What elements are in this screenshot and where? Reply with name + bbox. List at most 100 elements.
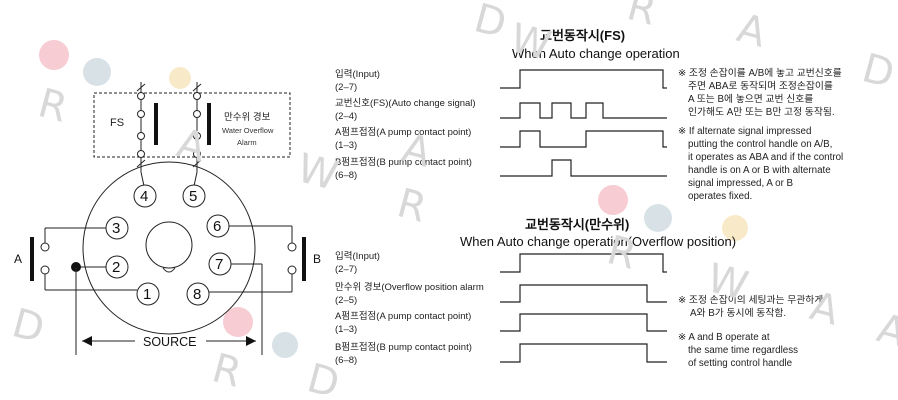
- ov-row-a-pump: A펌프접점(A pump contact point) (1–3): [335, 310, 471, 335]
- watermark: [39, 40, 748, 358]
- fs-note-en-3: it operates as ABA and if the control: [688, 152, 843, 163]
- overflow-timing-section: 교번동작시(만수위) When Auto change operation(Ov…: [335, 217, 823, 369]
- svg-text:(2–7): (2–7): [335, 82, 357, 93]
- fs-row-input: 입력(Input) (2–7): [335, 68, 380, 93]
- pin-label-7: 7: [215, 256, 223, 273]
- pin-1: [136, 282, 160, 306]
- watermark-letter: D: [469, 0, 511, 48]
- pin-8: [186, 282, 210, 306]
- terminal: [193, 110, 201, 118]
- watermark-letter: D: [857, 45, 898, 97]
- watermark-dot: [644, 204, 672, 232]
- terminal: [193, 132, 201, 140]
- watermark-letter: A: [805, 283, 844, 335]
- fs-note-ko-4: 인가해도 A만 또는 B만 고정 동작됨.: [688, 105, 835, 118]
- watermark-dot: [598, 185, 628, 215]
- terminal: [287, 242, 297, 252]
- ov-wave-a-pump: [500, 313, 667, 332]
- pin-label-3: 3: [112, 220, 120, 237]
- watermark-dot: [169, 67, 191, 89]
- pin-label-5: 5: [189, 188, 197, 205]
- pin-label-2: 2: [112, 259, 120, 276]
- terminal: [40, 242, 50, 252]
- b-contactor-bar: [302, 237, 306, 281]
- watermark-letter: W: [505, 15, 555, 70]
- fs-title-en: When Auto change operation: [512, 46, 680, 61]
- side-a-label: A: [14, 252, 22, 266]
- ov-title-ko: 교번동작시(만수위): [525, 217, 629, 232]
- ov-note-en-1: ※ A and B operate at: [678, 332, 770, 343]
- watermark-letter: R: [622, 0, 661, 35]
- watermark-dot: [223, 307, 253, 337]
- watermark-letter: R: [392, 180, 431, 232]
- svg-text:(2–7): (2–7): [335, 264, 357, 275]
- fs-note-en-5: signal impressed, A or B: [688, 178, 794, 189]
- key-notch: [162, 267, 176, 273]
- watermark-dot: [83, 58, 111, 86]
- switch-blade: [136, 83, 146, 92]
- fs-note-ko-2: 주면 ABA로 동작되며 조정손잡이를: [688, 80, 833, 92]
- alarm-label-ko: 만수위 경보: [224, 111, 271, 123]
- switch-blade: [192, 83, 202, 92]
- terminal: [193, 150, 201, 158]
- terminal: [40, 265, 50, 275]
- svg-text:(6–8): (6–8): [335, 170, 357, 181]
- terminal: [137, 92, 145, 100]
- terminal: [137, 132, 145, 140]
- a-contactor-bar: [30, 237, 34, 281]
- fs-title-ko: 교번동작시(FS): [540, 28, 625, 43]
- svg-text:입력(Input): 입력(Input): [335, 68, 380, 80]
- svg-text:(6–8): (6–8): [335, 355, 357, 366]
- ov-note-ko-2: A와 B가 동시에 동작함.: [690, 307, 786, 319]
- fs-wave-a-pump: [500, 130, 667, 148]
- ov-wave-overflow: [500, 284, 667, 303]
- center-key: [145, 221, 193, 269]
- svg-text:A펌프접점(A pump contact point): A펌프접점(A pump contact point): [335, 310, 471, 322]
- pin-label-8: 8: [193, 286, 201, 303]
- terminal: [193, 92, 201, 100]
- fs-contact-bar: [154, 103, 158, 145]
- ov-row-b-pump: B펌프접점(B pump contact point) (6–8): [335, 341, 472, 366]
- pin-5: [182, 184, 206, 208]
- arrowhead: [246, 336, 256, 346]
- svg-text:(2–4): (2–4): [335, 111, 357, 122]
- watermark-letter: A: [872, 305, 898, 357]
- svg-text:(1–3): (1–3): [335, 140, 357, 151]
- ov-note-ko-1: ※ 조정 손잡이의 세팅과는 무관하게: [678, 293, 823, 306]
- alarm-label-en-2: Alarm: [237, 138, 257, 147]
- terminal: [137, 110, 145, 118]
- wire: [140, 171, 145, 187]
- watermark-dot: [722, 215, 748, 241]
- fs-row-auto-change-signal: 교번신호(FS)(Auto change signal) (2–4): [335, 98, 476, 122]
- pin-label-1: 1: [143, 286, 151, 303]
- fs-note-en-1: ※ If alternate signal impressed: [678, 126, 811, 137]
- fs-wave-b-pump: [500, 159, 667, 177]
- switch-blade: [136, 159, 146, 168]
- fs-note-en-2: putting the control handle on A/B,: [688, 139, 832, 150]
- fs-wave-signal: [500, 102, 667, 119]
- fs-row-a-pump: A펌프접점(A pump contact point) (1–3): [335, 126, 471, 151]
- fs-note-ko-1: ※ 조정 손잡이를 A/B에 놓고 교번신호를: [678, 67, 842, 79]
- wiring-diagram: [30, 82, 306, 355]
- pin-label-4: 4: [140, 188, 148, 205]
- source-label: SOURCE: [143, 335, 196, 349]
- ov-row-input: 입력(Input) (2–7): [335, 250, 380, 275]
- svg-text:B펌프접점(B pump contact point): B펌프접점(B pump contact point): [335, 341, 472, 353]
- fs-timing-section: 교번동작시(FS) When Auto change operation 입력(…: [335, 28, 843, 202]
- fs-wave-input: [500, 69, 667, 89]
- arrowhead: [82, 336, 92, 346]
- pin-4: [133, 184, 157, 208]
- ov-wave-b-pump: [500, 343, 667, 363]
- terminal: [137, 150, 145, 158]
- alarm-label-en-1: Water Overflow: [222, 126, 274, 135]
- pin-label-6: 6: [213, 218, 221, 235]
- watermark-dot: [272, 332, 298, 358]
- svg-text:A펌프접점(A pump contact point): A펌프접점(A pump contact point): [335, 126, 471, 138]
- watermark-letter: D: [7, 300, 49, 352]
- fs-note-en-6: operates fixed.: [688, 191, 752, 202]
- diagram-labels: FS 만수위 경보 Water Overflow Alarm A B SOURC…: [14, 111, 321, 349]
- fs-label: FS: [110, 117, 124, 129]
- side-b-label: B: [313, 252, 321, 266]
- fs-row-b-pump: B펌프접점(B pump contact point) (6–8): [335, 156, 472, 181]
- fs-note-en-4: handle is on A or B with alternate: [688, 165, 831, 176]
